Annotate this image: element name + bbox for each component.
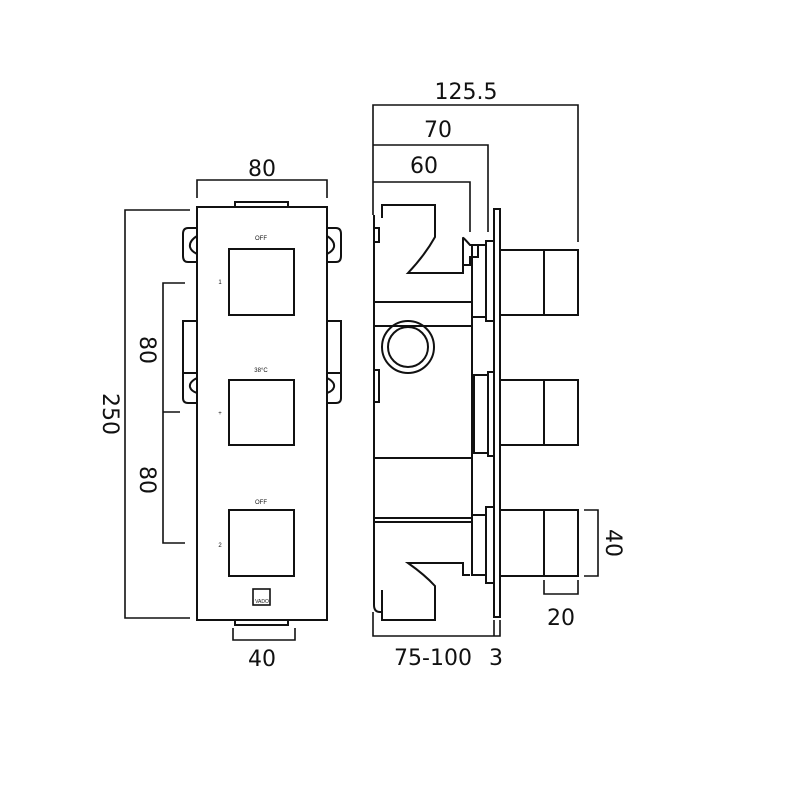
dim-height: 250 [97,393,122,435]
dim-line-knob-height [584,509,599,577]
dim-70: 70 [424,118,452,143]
body-lugs [374,227,380,403]
outlet-ring [381,320,435,374]
inlet-bottom [381,562,470,621]
dim-line-60 [373,181,471,232]
dim-width: 80 [248,157,276,182]
knob-side-middle-cap [543,379,579,446]
bottom-tab [234,619,289,626]
dim-line-width [196,179,328,198]
dim-line-overall-depth [372,104,579,242]
outlet-inner [387,326,429,368]
dim-line-70 [373,144,489,232]
top-tab [234,201,289,208]
knob-side-bottom-cap [543,509,579,577]
inlet-top [381,204,479,274]
mount-lug-right-top [326,227,342,263]
dim-knob-depth: 20 [547,606,575,631]
knob-bottom [228,509,295,577]
knobs-side [499,249,579,577]
dim-knob-height: 40 [600,529,625,557]
mount-lug-right-mid [326,320,342,404]
side-view [373,204,579,621]
label-off-top: OFF [255,236,267,242]
dim-plate: 3 [489,646,503,671]
dim-body-depth: 75-100 [394,646,472,671]
spindle-top-collar [485,240,495,322]
dim-line-knob-depth [543,580,579,595]
mount-lug-left-top [182,227,198,263]
label-off-bottom: OFF [255,500,267,506]
dim-line-bottom-tab [232,628,296,641]
dim-60: 60 [410,154,438,179]
mark-1: 1 [218,280,222,286]
vado-logo: VADO [255,599,269,605]
knob-side-top-base [499,249,545,316]
knob-side-middle-base [499,379,545,446]
knob-side-bottom-base [499,509,545,577]
spindle-bottom [471,514,487,576]
dim-spacing-upper: 80 [134,336,159,364]
dim-bottom-tab: 40 [248,647,276,672]
dim-line-spacing [162,282,185,544]
mark-2: 2 [218,543,222,549]
front-dimensions: 80 250 80 80 40 [97,157,328,672]
mount-lug-left-mid [182,320,198,404]
dim-spacing-lower: 80 [134,466,159,494]
knob-top [228,248,295,316]
knob-side-top-cap [543,249,579,316]
dim-line-height [124,209,190,619]
logo-box [252,588,271,606]
side-dimensions: 125.5 70 60 75-100 3 40 20 [372,80,625,671]
dim-line-body-depth [372,612,501,637]
spindle-middle [473,374,489,454]
mark-plus: + [218,411,222,417]
faceplate [196,206,328,621]
knob-middle [228,379,295,446]
body-back [373,215,382,613]
dim-overall-depth: 125.5 [435,80,498,105]
label-temperature: 38°C [254,368,268,374]
spindle-bottom-collar [485,506,495,584]
front-view: OFF 38°C OFF 1 + 2 VADO [182,201,342,626]
